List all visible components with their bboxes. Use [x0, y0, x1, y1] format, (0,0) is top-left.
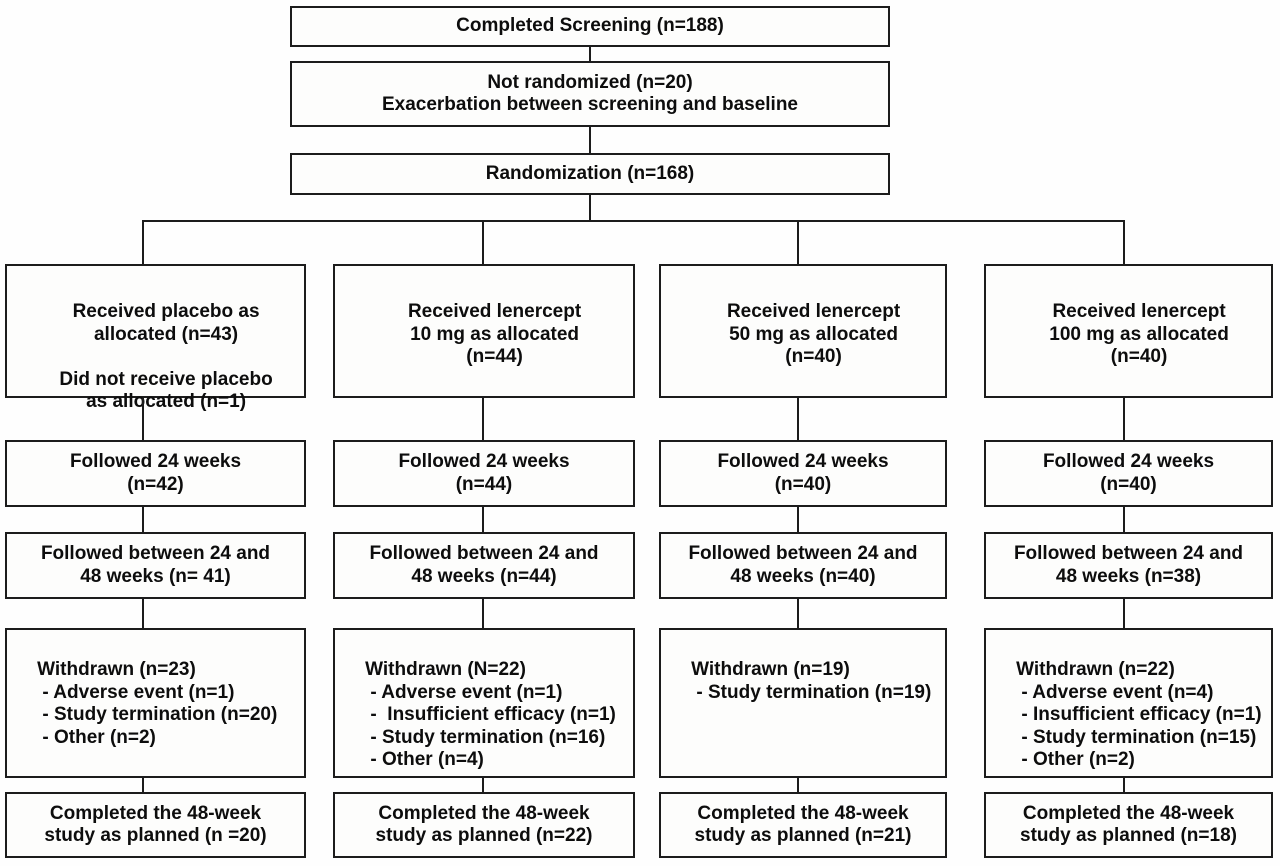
withdrawn-box-10mg: Withdrawn (N=22) - Adverse event (n=1) -… [333, 628, 635, 778]
completed-box-100mg: Completed the 48-week study as planned (… [984, 792, 1273, 858]
withdrawn-box-placebo: Withdrawn (n=23) - Adverse event (n=1) -… [5, 628, 306, 778]
allocated-text: Received placebo as allocated (n=43) Did… [59, 301, 273, 413]
withdrawn-box-50mg: Withdrawn (n=19) - Study termination (n=… [659, 628, 947, 778]
followed-24-box-50mg: Followed 24 weeks (n=40) [659, 440, 947, 507]
completed-text: Completed the 48-week study as planned (… [375, 802, 593, 846]
completed-text: Completed the 48-week study as planned (… [44, 802, 267, 846]
connector-col2-d-e [482, 778, 484, 792]
connector-col1-b-c [142, 507, 144, 532]
connector-col4-a-b [1123, 398, 1125, 440]
completed-text: Completed the 48-week study as planned (… [1020, 802, 1237, 846]
screening-box: Completed Screening (n=188) [290, 6, 890, 47]
followed-24-48-box-placebo: Followed between 24 and 48 weeks (n= 41) [5, 532, 306, 599]
followed-24-box-10mg: Followed 24 weeks (n=44) [333, 440, 635, 507]
followed-24-text: Followed 24 weeks (n=40) [1042, 451, 1215, 495]
followed-24-box-100mg: Followed 24 weeks (n=40) [984, 440, 1273, 507]
allocated-box-100mg: Received lenercept 100 mg as allocated (… [984, 264, 1273, 398]
allocated-text: Received lenercept 100 mg as allocated (… [1049, 301, 1229, 368]
screening-text: Completed Screening (n=188) [456, 15, 724, 37]
withdrawn-text: Withdrawn (n=19) - Study termination (n=… [691, 659, 932, 703]
connector-col3-b-c [797, 507, 799, 532]
followed-24-48-box-10mg: Followed between 24 and 48 weeks (n=44) [333, 532, 635, 599]
followed-24-text: Followed 24 weeks (n=44) [398, 451, 570, 495]
followed-24-48-text: Followed between 24 and 48 weeks (n=40) [688, 543, 918, 587]
connector-col1-d-e [142, 778, 144, 792]
connector-col3-a-b [797, 398, 799, 440]
connector-randomization-branch [589, 195, 591, 222]
followed-24-48-text: Followed between 24 and 48 weeks (n=38) [1013, 543, 1244, 587]
randomization-box: Randomization (n=168) [290, 153, 890, 195]
connector-col2-a-b [482, 398, 484, 440]
branch-drop-col2 [482, 220, 484, 264]
allocated-text: Received lenercept 10 mg as allocated (n… [407, 301, 582, 368]
withdrawn-text: Withdrawn (n=23) - Adverse event (n=1) -… [37, 659, 278, 748]
withdrawn-box-100mg: Withdrawn (n=22) - Adverse event (n=4) -… [984, 628, 1273, 778]
completed-text: Completed the 48-week study as planned (… [694, 802, 912, 846]
allocated-text: Received lenercept 50 mg as allocated (n… [726, 301, 901, 368]
connector-col4-c-d [1123, 599, 1125, 628]
connector-col3-c-d [797, 599, 799, 628]
followed-24-48-box-100mg: Followed between 24 and 48 weeks (n=38) [984, 532, 1273, 599]
branch-line [142, 220, 1125, 222]
not-randomized-text: Not randomized (n=20) Exacerbation betwe… [381, 71, 799, 115]
completed-box-50mg: Completed the 48-week study as planned (… [659, 792, 947, 858]
branch-drop-col4 [1123, 220, 1125, 264]
followed-24-48-text: Followed between 24 and 48 weeks (n=44) [369, 543, 599, 587]
connector-col3-d-e [797, 778, 799, 792]
followed-24-box-placebo: Followed 24 weeks (n=42) [5, 440, 306, 507]
branch-drop-col1 [142, 220, 144, 264]
withdrawn-text: Withdrawn (N=22) - Adverse event (n=1) -… [365, 659, 616, 771]
connector-col4-d-e [1123, 778, 1125, 792]
randomization-text: Randomization (n=168) [485, 162, 695, 184]
connector-col1-a-b [142, 398, 144, 440]
connector-col2-b-c [482, 507, 484, 532]
withdrawn-text: Withdrawn (n=22) - Adverse event (n=4) -… [1016, 659, 1262, 771]
connector-screening-notrandomized [589, 47, 591, 61]
allocated-box-placebo: Received placebo as allocated (n=43) Did… [5, 264, 306, 412]
connector-col4-b-c [1123, 507, 1125, 532]
connector-col1-c-d [142, 599, 144, 628]
connector-notrandomized-randomization [589, 127, 591, 153]
completed-box-10mg: Completed the 48-week study as planned (… [333, 792, 635, 858]
followed-24-48-text: Followed between 24 and 48 weeks (n= 41) [40, 543, 271, 587]
branch-drop-col3 [797, 220, 799, 264]
followed-24-text: Followed 24 weeks (n=40) [717, 451, 889, 495]
connector-col2-c-d [482, 599, 484, 628]
allocated-box-50mg: Received lenercept 50 mg as allocated (n… [659, 264, 947, 398]
followed-24-48-box-50mg: Followed between 24 and 48 weeks (n=40) [659, 532, 947, 599]
allocated-box-10mg: Received lenercept 10 mg as allocated (n… [333, 264, 635, 398]
completed-box-placebo: Completed the 48-week study as planned (… [5, 792, 306, 858]
followed-24-text: Followed 24 weeks (n=42) [69, 451, 242, 495]
not-randomized-box: Not randomized (n=20) Exacerbation betwe… [290, 61, 890, 127]
